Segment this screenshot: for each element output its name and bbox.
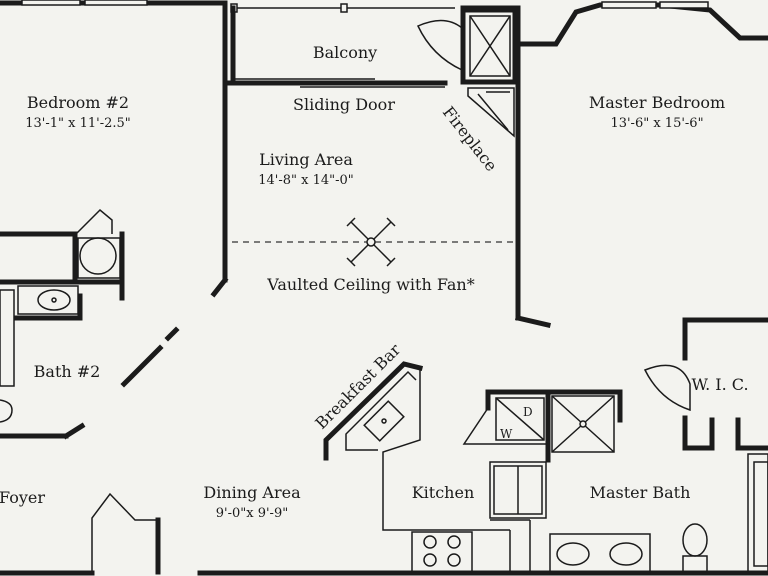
balcony-label: Balcony [313, 43, 377, 62]
living-label: Living Area [259, 150, 353, 169]
master-bath-label: Master Bath [590, 483, 691, 502]
living-dims: 14'-8" x 14"-0" [258, 173, 354, 188]
refrigerator [489, 461, 547, 519]
wic-door [643, 364, 691, 412]
sliding-door-label: Sliding Door [293, 95, 395, 114]
ceiling-fan-icon [346, 217, 396, 267]
kitchen-counter [490, 519, 531, 572]
fireplace-unit [467, 87, 515, 138]
kitchen-range [411, 531, 473, 573]
breakfast-bar-label: Breakfast Bar [311, 340, 404, 433]
breakfast-bar [323, 361, 510, 531]
foyer-label: Foyer [0, 488, 45, 507]
laundry: D W [462, 397, 548, 445]
master-bedroom-label: Master Bedroom [589, 93, 725, 112]
window [659, 1, 709, 9]
bathtub [747, 453, 768, 573]
window [21, 0, 81, 6]
dining-dims: 9'-0"x 9'-9" [216, 506, 288, 521]
bedroom2-label: Bedroom #2 [27, 93, 129, 112]
bedroom2-dims: 13'-1" x 11'-2.5" [25, 116, 131, 131]
shower [551, 395, 615, 453]
balcony-closet [416, 7, 518, 85]
bath2-label: Bath #2 [34, 362, 101, 381]
master-bedroom-dims: 13'-6" x 15'-6" [610, 116, 703, 131]
toilet [682, 523, 708, 573]
bath2-fixtures [0, 285, 79, 423]
window [84, 0, 148, 6]
dryer-label: D [523, 405, 533, 419]
wic-label: W. I. C. [691, 375, 748, 394]
kitchen-label: Kitchen [412, 483, 475, 502]
master-bath-vanity [549, 533, 651, 575]
water-heater-closet [75, 208, 121, 279]
window [601, 1, 657, 9]
dining-label: Dining Area [203, 483, 301, 502]
washer-label: W [500, 427, 513, 441]
vaulted-ceiling-label: Vaulted Ceiling with Fan* [266, 275, 474, 294]
